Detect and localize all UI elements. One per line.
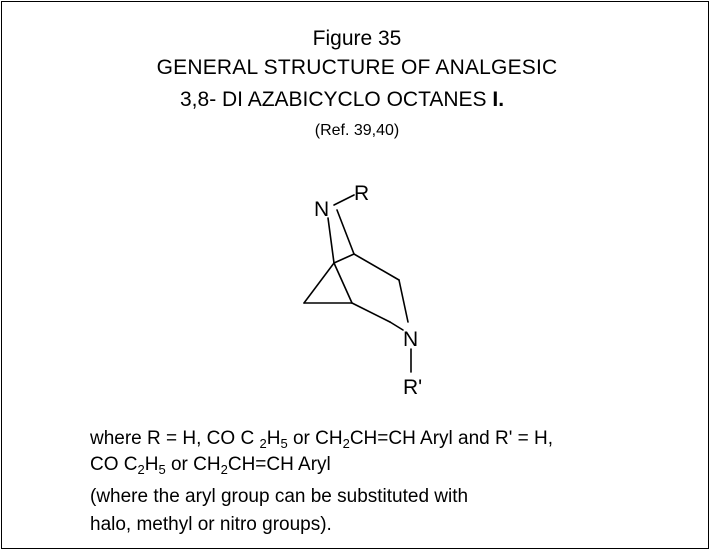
- bond-n-r: [333, 194, 355, 206]
- text-segment: H: [266, 428, 281, 449]
- text-segment: or CH: [165, 454, 221, 475]
- bond-upper-right: [353, 253, 400, 281]
- text-segment: CH=CH Aryl and R' = H,: [349, 428, 554, 449]
- bond-lower-diag: [351, 302, 391, 323]
- bond-left-down: [303, 262, 335, 304]
- bond-junction-upper: [333, 253, 355, 264]
- bond-n-top-right: [336, 209, 355, 255]
- atom-n-bottom: N: [403, 328, 418, 351]
- subscript: 2: [342, 436, 350, 451]
- subscript: 5: [280, 436, 288, 451]
- figure-subtitle-compound: 3,8- DI AZABICYCLO OCTANES I.: [180, 88, 504, 112]
- substitution-note-line-2: halo, methyl or nitro groups).: [90, 514, 332, 535]
- substituent-definition-line-1: where R = H, CO C 2H5 or CH2CH=CH Aryl a…: [90, 428, 553, 450]
- bond-right-down: [398, 279, 409, 323]
- subscript: 2: [259, 436, 267, 451]
- subscript: 2: [137, 462, 145, 477]
- subscript: 2: [220, 462, 228, 477]
- text-segment: H: [144, 454, 159, 475]
- bond-left-junction: [333, 262, 353, 304]
- subscript: 5: [158, 462, 166, 477]
- bond-to-n-bottom: [389, 321, 404, 331]
- bond-n-top-left: [327, 217, 335, 264]
- atom-r: R: [354, 182, 369, 205]
- text-segment: where R = H, CO C: [90, 428, 260, 449]
- compound-number: I.: [492, 88, 505, 111]
- substitution-note-line-1: (where the aryl group can be substituted…: [90, 486, 469, 507]
- text-segment: CO C: [90, 454, 138, 475]
- figure-title: Figure 35: [312, 27, 402, 50]
- text-segment: or CH: [287, 428, 343, 449]
- text-segment: CH=CH Aryl: [227, 454, 331, 475]
- atom-n-top: N: [314, 198, 329, 221]
- atom-r-prime: R': [403, 376, 422, 399]
- figure-reference: (Ref. 39,40): [314, 122, 400, 139]
- substituent-definition-line-2: CO C2H5 or CH2CH=CH Aryl: [90, 454, 331, 476]
- figure-subtitle: GENERAL STRUCTURE OF ANALGESIC: [156, 56, 558, 79]
- compound-class-text: 3,8- DI AZABICYCLO OCTANES: [180, 88, 493, 111]
